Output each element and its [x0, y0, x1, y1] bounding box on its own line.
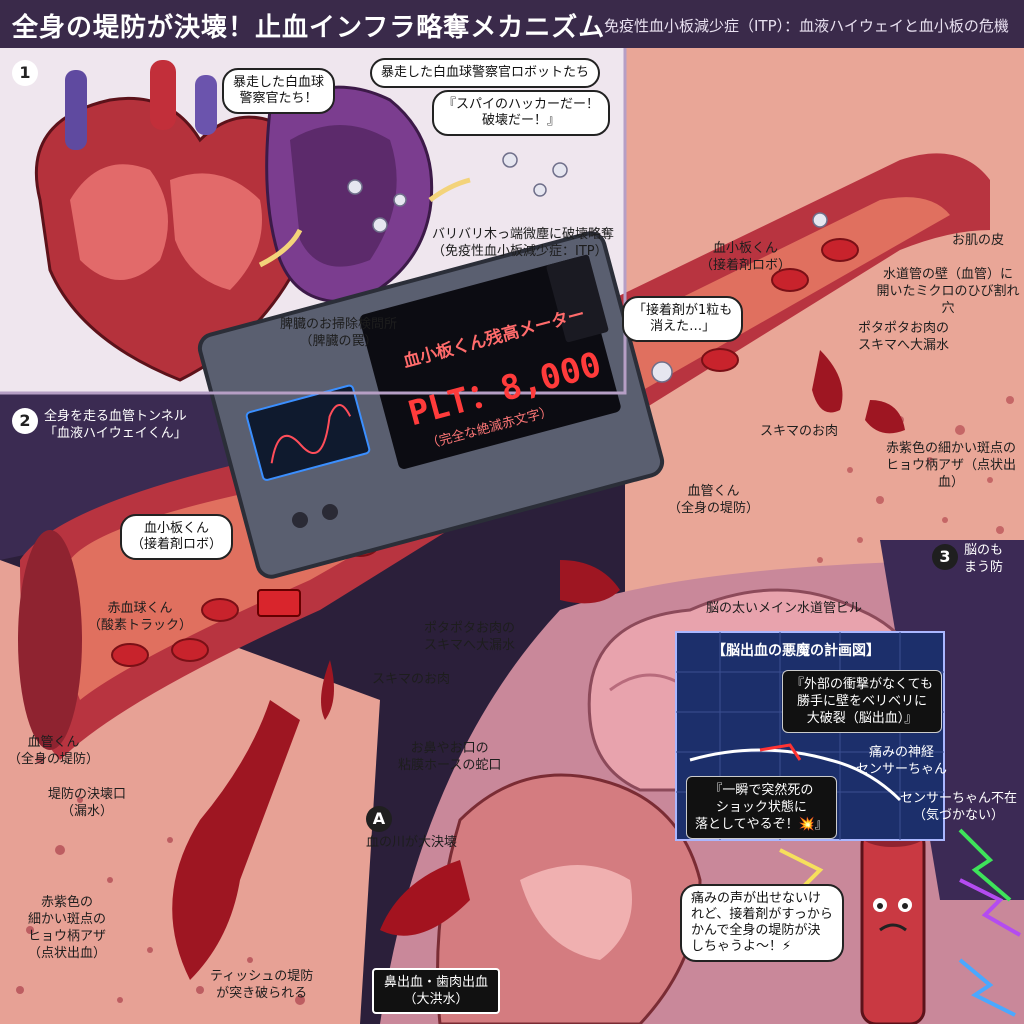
- plan-title: 【脳出血の悪魔の計画図】: [712, 643, 880, 659]
- heart-illustration: [34, 60, 320, 382]
- sensor-absent-label: センサーちゃん不在 （気づかない）: [900, 791, 1018, 823]
- river-label: 血の川が大決壊: [366, 835, 458, 850]
- vessel-left-label: 血管くん （全身の堤防）: [8, 735, 100, 767]
- vessel-center-label: 血管くん （全身の堤防）: [668, 484, 760, 516]
- gap-center-label: スキマのお肉: [372, 672, 451, 687]
- leak-right-label: ポタポタお肉の スキマへ大漏水: [858, 321, 950, 353]
- breach-label: 堤防の決壊口 （漏水）: [48, 787, 127, 819]
- crying-vessel-character: [860, 823, 926, 1024]
- page-title: 全身の堤防が決壊！止血インフラ略奪メカニズム: [12, 13, 606, 43]
- bleed-box: 鼻出血・歯肉出血 （大洪水）: [372, 968, 501, 1014]
- oxygen-truck: [257, 589, 301, 617]
- wbc-bubble: 暴走した白血球 警察官たち！: [222, 68, 336, 114]
- robots-label: 暴走した白血球警察官ロボットたち: [370, 58, 601, 88]
- crack-label: 水道管の壁（血管）に 開いたミクロのひび割れ穴: [876, 267, 1020, 316]
- plan-vessel-line: [689, 748, 902, 802]
- panelA-letter: A: [366, 806, 392, 832]
- destroy-label: バリバリ木っ端微塵に破壊略奪 （免疫性血小板減少症：ITP）: [432, 227, 615, 259]
- glue-bubble: 「接着剤が1粒も 消えた…」: [622, 296, 744, 342]
- vessel-speech-bubble: 痛みの声が出せないけ れど、接着剤がすっから かんで全身の堤防が決 しちゃうよ～…: [680, 884, 844, 962]
- vessel-opening: [18, 530, 82, 750]
- pain-sensor-label: 痛みの神経 センサーちゃん: [856, 745, 948, 777]
- plan-quote2: 『一瞬で突然死の ショック状態に 落としてやるぞ！💥』: [686, 776, 837, 839]
- platelet-top-label: 血小板くん （接着剤ロボ）: [700, 241, 792, 273]
- flow-arrows: [258, 177, 471, 268]
- brain-building-label: 脳の太いメイン水道管ビル: [706, 601, 863, 616]
- platelet-meter-device: [197, 231, 665, 579]
- petechiae-left: [16, 727, 305, 1005]
- spleen-label: 脾臓のお掃除検問所 （脾臓の罠）: [280, 317, 398, 349]
- skin-label: お肌の皮: [952, 233, 1005, 248]
- petechiae-left-label: 赤紫色の 細かい斑点の ヒョウ柄アザ （点状出血）: [28, 895, 107, 961]
- tunnel-label: 全身を走る血管トンネル 「血液ハイウェイくん」: [44, 409, 187, 441]
- panel2-number: 2: [12, 408, 38, 434]
- blood-drips: [172, 350, 905, 980]
- rbc-label: 赤血球くん （酸素トラック）: [88, 601, 193, 633]
- leak-center-label: ポタポタお肉の スキマへ大漏水: [424, 621, 516, 653]
- panel3-dark: [880, 540, 1024, 900]
- gap-right-label: スキマのお肉: [760, 424, 839, 439]
- platelet-left-label: 血小板くん （接着剤ロボ）: [120, 514, 234, 560]
- panel1-number: 1: [12, 60, 38, 86]
- tissue-label: ティッシュの堤防 が突き破られる: [210, 969, 314, 1001]
- mucosa-label: お鼻やお口の 粘膜ホースの蛇口: [398, 741, 502, 773]
- panel3-number: 3: [932, 544, 958, 570]
- page-subtitle: 免疫性血小板減少症（ITP）：血液ハイウェイと血小板の危機: [604, 17, 1009, 35]
- plan-quote1: 『外部の衝撃がなくても 勝手に壁をベリベリに 大破裂（脳出血）』: [782, 670, 942, 733]
- header-bar: [0, 0, 1024, 48]
- plan-rupture-mark: [759, 743, 802, 761]
- petechiae-right-label: 赤紫色の細かい斑点の ヒョウ柄アザ（点状出血）: [885, 441, 1016, 490]
- panel-divider: [0, 48, 627, 395]
- defense-label: 脳のも まう防: [964, 543, 1004, 575]
- spy-bubble: 『スパイのハッカーだー！ 破壊だー！』: [432, 90, 611, 136]
- spleen-illustration: [265, 85, 434, 304]
- nasal-cross-section: [380, 773, 702, 1024]
